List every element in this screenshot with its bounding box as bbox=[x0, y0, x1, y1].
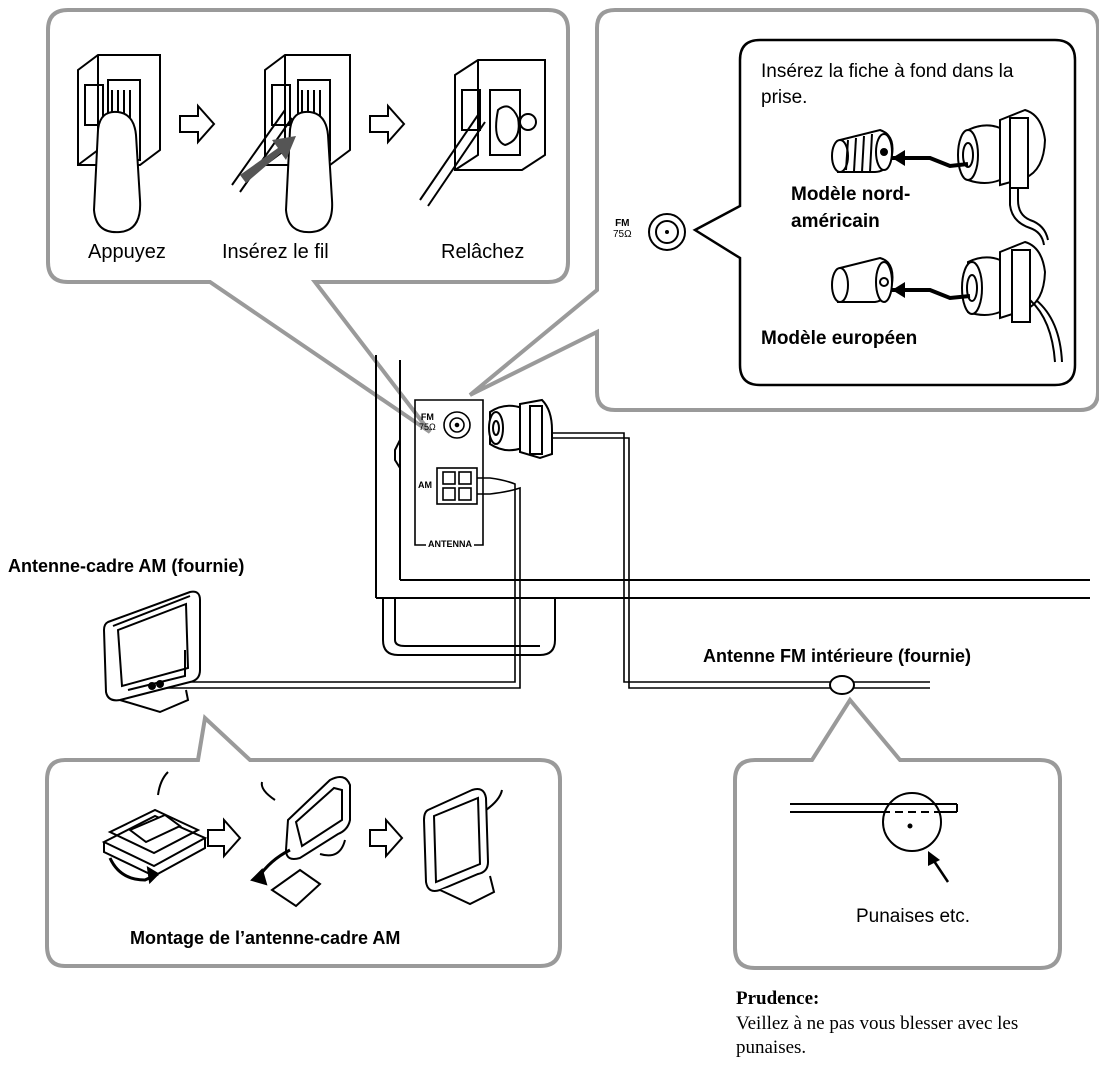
release-terminal-illustration bbox=[419, 59, 546, 207]
fm-connector-plugged bbox=[488, 398, 553, 460]
panel-fm-ohm: 75Ω bbox=[419, 422, 436, 432]
insert-direction-arrow bbox=[240, 136, 296, 183]
tack-label: Punaises etc. bbox=[856, 906, 971, 927]
arrow-right-icon bbox=[179, 103, 216, 145]
plug-insert-arrow bbox=[892, 150, 969, 169]
caution-text-line1: Veillez à ne pas vous blesser avec les bbox=[736, 1013, 1019, 1034]
plug-instruction-line2: prise. bbox=[761, 87, 808, 108]
step-press-label: Appuyez bbox=[88, 241, 166, 263]
model-na-label-line1: Modèle nord- bbox=[791, 184, 911, 205]
caution-text-line2: punaises. bbox=[736, 1037, 807, 1058]
fm-jack-icon bbox=[648, 213, 686, 251]
am-assembly-illustration-2 bbox=[250, 775, 351, 908]
am-loop-title: Antenne-cadre AM (fournie) bbox=[8, 556, 245, 576]
tack-pointer-arrow bbox=[928, 851, 950, 883]
am-assembly-illustration-3 bbox=[422, 788, 503, 906]
am-assembly-caption: Montage de l’antenne-cadre AM bbox=[130, 928, 401, 948]
fm-jack-label-ohm: 75Ω bbox=[613, 229, 632, 240]
step-insert-label: Insérez le fil bbox=[222, 241, 329, 263]
panel-fm-label: FM 75Ω bbox=[419, 412, 436, 432]
fm-jack-label-fm: FM bbox=[615, 218, 630, 229]
na-plug-illustration bbox=[831, 108, 1049, 246]
fm-wire-tack-illustration bbox=[790, 792, 958, 852]
fm-tack-marker bbox=[829, 675, 855, 695]
model-eu-label: Modèle européen bbox=[761, 328, 918, 349]
arrow-right-icon bbox=[369, 817, 404, 859]
panel-antenna-label: ANTENNA bbox=[426, 539, 474, 549]
fm-indoor-title: Antenne FM intérieure (fournie) bbox=[703, 646, 972, 666]
panel-fm-text: FM bbox=[420, 412, 434, 422]
fm-antenna-cable bbox=[552, 432, 930, 689]
arrow-right-icon bbox=[369, 103, 406, 145]
eu-plug-illustration bbox=[831, 240, 1063, 363]
panel-am-label: AM bbox=[418, 480, 432, 490]
am-loop-antenna bbox=[102, 590, 201, 714]
fm-jack-label: FM 75Ω bbox=[613, 218, 632, 240]
antenna-terminal-block bbox=[414, 399, 484, 546]
plug-insert-arrow bbox=[892, 282, 971, 301]
receiver-rear-panel bbox=[375, 355, 1090, 656]
plug-instruction-line1: Insérez la fiche à fond dans la bbox=[761, 61, 1014, 82]
am-assembly-illustration-1 bbox=[101, 771, 208, 885]
step-release-label: Relâchez bbox=[441, 241, 525, 263]
arrow-right-icon bbox=[207, 817, 242, 859]
press-terminal-illustration bbox=[77, 54, 161, 234]
am-antenna-cable bbox=[160, 477, 521, 689]
model-na-label-line2: américain bbox=[791, 211, 880, 232]
caution-heading: Prudence: bbox=[736, 988, 820, 1009]
